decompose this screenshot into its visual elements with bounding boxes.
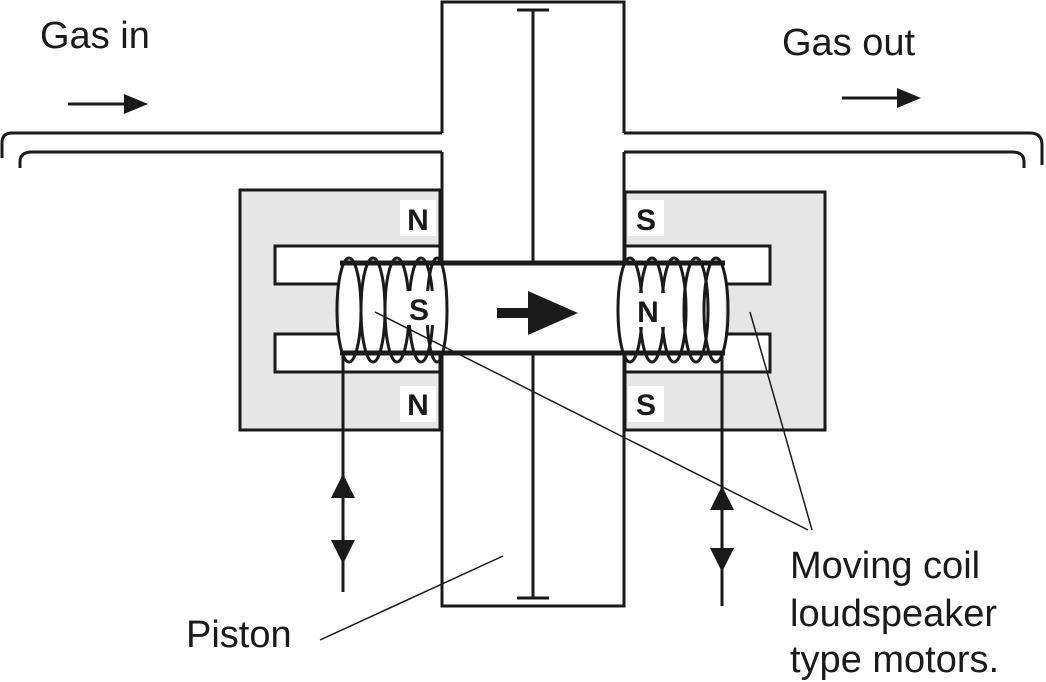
gas-pipe [0,131,1044,168]
motor-label-line1: Moving coil [790,545,980,587]
gas-out-label: Gas out [782,22,916,64]
motor-leader-line-left [374,311,809,531]
left-coil-lead [331,354,355,592]
gas-in-label: Gas in [40,15,150,57]
pole-labels: N S N S N S [400,200,666,422]
pole-left-top: N [407,204,429,237]
right-coil [616,256,730,364]
pole-right-center: N [637,296,659,329]
motor-leader-line-right [749,311,813,531]
leader-lines [319,311,813,641]
motor-label-line3: type motors. [790,639,999,681]
left-lead-down-arrow [331,540,355,564]
motor-label-line2: loudspeaker [790,593,997,635]
gas-in-arrow [68,94,148,114]
left-lead-up-arrow [331,474,355,498]
right-lead-up-arrow [710,486,734,510]
piston-label: Piston [186,614,292,656]
flux-arrow [497,291,578,335]
pole-right-top: S [636,204,656,237]
pole-left-bottom: N [407,389,429,422]
pole-left-center: S [409,294,429,327]
pole-right-bottom: S [636,389,656,422]
gas-out-arrow [842,88,921,108]
right-coil-lead [710,354,734,606]
piston-leader-line [319,555,504,641]
right-lead-down-arrow [710,548,734,572]
